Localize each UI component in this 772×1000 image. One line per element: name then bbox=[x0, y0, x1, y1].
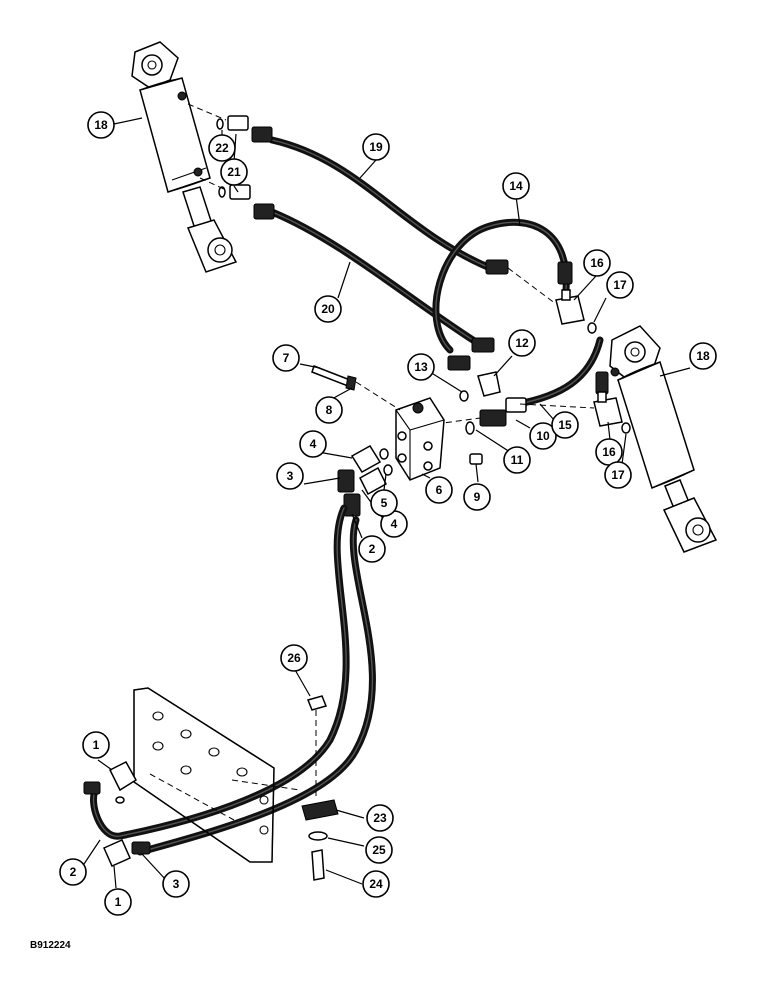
hose-2 bbox=[90, 504, 350, 840]
svg-text:16: 16 bbox=[590, 256, 604, 270]
callout-10: 10 bbox=[529, 422, 557, 450]
callout-16-lower: 16 bbox=[595, 438, 623, 466]
callout-26: 26 bbox=[280, 644, 308, 672]
hose-14 bbox=[432, 218, 573, 354]
callout-20: 20 bbox=[314, 295, 342, 323]
hose-15 bbox=[514, 336, 609, 408]
callout-17-upper: 17 bbox=[606, 271, 634, 299]
svg-text:17: 17 bbox=[611, 468, 625, 482]
callout-1-upper: 1 bbox=[82, 731, 110, 759]
callout-8: 8 bbox=[315, 396, 343, 424]
leader-lines bbox=[83, 117, 691, 889]
svg-text:12: 12 bbox=[515, 336, 529, 350]
svg-text:26: 26 bbox=[287, 651, 301, 665]
svg-text:15: 15 bbox=[558, 418, 572, 432]
callout-3-lower: 3 bbox=[162, 870, 190, 898]
elbow-12 bbox=[447, 355, 501, 402]
svg-text:23: 23 bbox=[373, 811, 387, 825]
svg-text:22: 22 bbox=[215, 141, 229, 155]
callout-16-upper: 16 bbox=[583, 249, 611, 277]
svg-text:14: 14 bbox=[509, 179, 523, 193]
mounting-plate bbox=[133, 687, 301, 863]
fittings-21-22 bbox=[187, 103, 275, 220]
svg-text:9: 9 bbox=[474, 490, 481, 504]
nut-9 bbox=[469, 453, 483, 465]
svg-text:2: 2 bbox=[369, 542, 376, 556]
callout-1-lower: 1 bbox=[104, 888, 132, 916]
hose-3 bbox=[136, 516, 376, 856]
svg-text:3: 3 bbox=[287, 469, 294, 483]
svg-text:25: 25 bbox=[372, 843, 386, 857]
svg-text:1: 1 bbox=[115, 895, 122, 909]
callout-4-upper: 4 bbox=[299, 430, 327, 458]
cylinder-left bbox=[131, 41, 238, 273]
fittings-upper bbox=[471, 259, 597, 353]
fittings-right bbox=[435, 391, 631, 435]
fittings-4-5 bbox=[337, 444, 393, 517]
svg-text:5: 5 bbox=[381, 496, 388, 510]
callout-2-lower: 2 bbox=[59, 858, 87, 886]
svg-text:1: 1 bbox=[93, 738, 100, 752]
svg-text:19: 19 bbox=[369, 140, 383, 154]
svg-text:3: 3 bbox=[173, 877, 180, 891]
svg-text:10: 10 bbox=[536, 429, 550, 443]
callout-2-middle: 2 bbox=[358, 535, 386, 563]
callout-17-lower: 17 bbox=[604, 461, 632, 489]
callout-6: 6 bbox=[425, 476, 453, 504]
valve-block bbox=[355, 381, 445, 481]
callout-14: 14 bbox=[502, 172, 530, 200]
callout-21: 21 bbox=[220, 158, 248, 186]
svg-text:11: 11 bbox=[511, 453, 524, 467]
callout-18-left: 18 bbox=[87, 111, 115, 139]
figure-code: B912224 bbox=[30, 940, 71, 951]
callout-18-right: 18 bbox=[689, 342, 717, 370]
fittings-1 bbox=[83, 761, 151, 867]
svg-text:24: 24 bbox=[369, 877, 383, 891]
svg-text:18: 18 bbox=[94, 118, 108, 132]
callout-24: 24 bbox=[362, 870, 390, 898]
callout-5: 5 bbox=[370, 489, 398, 517]
svg-text:21: 21 bbox=[227, 165, 241, 179]
svg-text:6: 6 bbox=[436, 483, 443, 497]
callout-11: 11 bbox=[503, 446, 531, 474]
svg-text:16: 16 bbox=[602, 445, 616, 459]
callout-22: 22 bbox=[208, 134, 236, 162]
cylinder-right bbox=[609, 325, 718, 553]
clamp-assembly bbox=[301, 695, 339, 881]
callout-12: 12 bbox=[508, 329, 536, 357]
callout-3-middle: 3 bbox=[276, 462, 304, 490]
callout-19: 19 bbox=[362, 133, 390, 161]
svg-text:2: 2 bbox=[70, 865, 77, 879]
svg-text:7: 7 bbox=[283, 351, 290, 365]
callout-13: 13 bbox=[407, 353, 435, 381]
svg-text:13: 13 bbox=[414, 360, 428, 374]
callout-25: 25 bbox=[365, 836, 393, 864]
callout-9: 9 bbox=[463, 483, 491, 511]
svg-text:18: 18 bbox=[696, 349, 710, 363]
callout-15: 15 bbox=[551, 411, 579, 439]
bolt-7 bbox=[311, 365, 357, 391]
callout-23: 23 bbox=[366, 804, 394, 832]
svg-text:4: 4 bbox=[391, 517, 398, 531]
svg-text:8: 8 bbox=[326, 403, 333, 417]
callout-7: 7 bbox=[272, 344, 300, 372]
hose-20 bbox=[268, 208, 480, 346]
svg-text:20: 20 bbox=[321, 302, 335, 316]
svg-text:17: 17 bbox=[613, 278, 627, 292]
svg-text:4: 4 bbox=[310, 437, 317, 451]
